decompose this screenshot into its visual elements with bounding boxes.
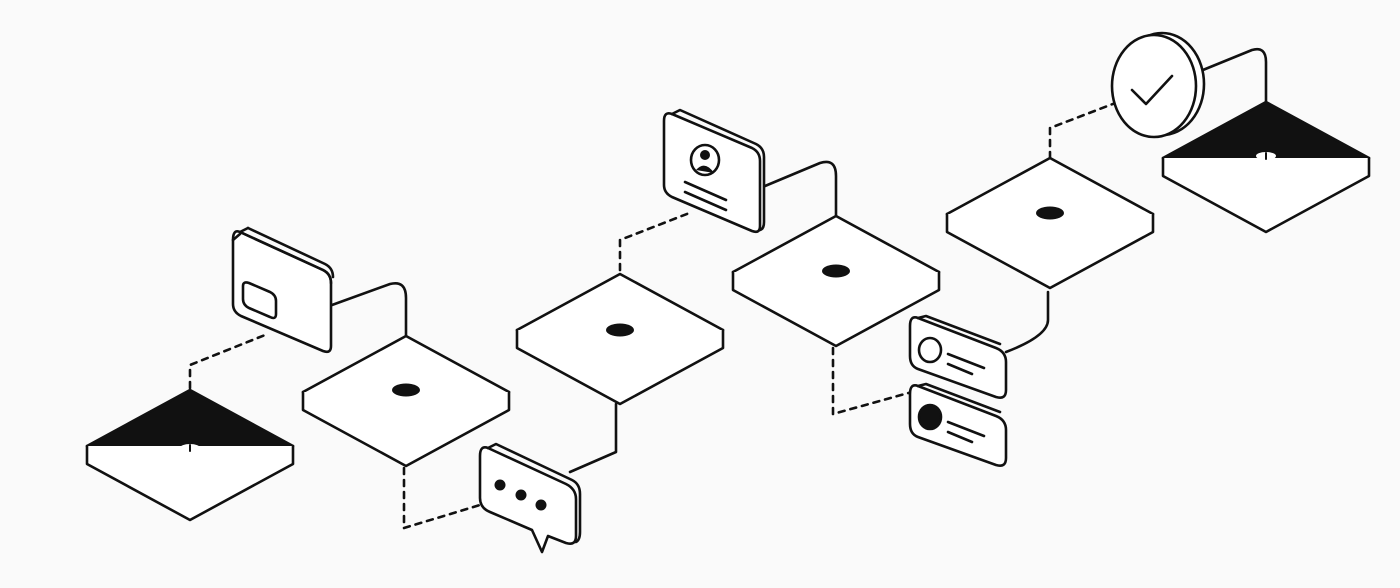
user-option-selected-icon bbox=[908, 382, 1008, 467]
profile-card-icon bbox=[662, 108, 766, 234]
platform-2 bbox=[301, 334, 511, 468]
user-option-radio-icon bbox=[908, 314, 1008, 399]
platform-5 bbox=[945, 156, 1155, 290]
platform-3 bbox=[515, 272, 725, 406]
checkmark-badge-icon bbox=[1110, 31, 1206, 139]
platform-4 bbox=[731, 214, 941, 348]
connector-lines bbox=[188, 47, 1268, 530]
platform-end bbox=[1161, 100, 1371, 234]
chat-bubble-icon bbox=[478, 442, 582, 554]
platform-start bbox=[85, 388, 295, 522]
browser-window-icon bbox=[231, 226, 335, 354]
